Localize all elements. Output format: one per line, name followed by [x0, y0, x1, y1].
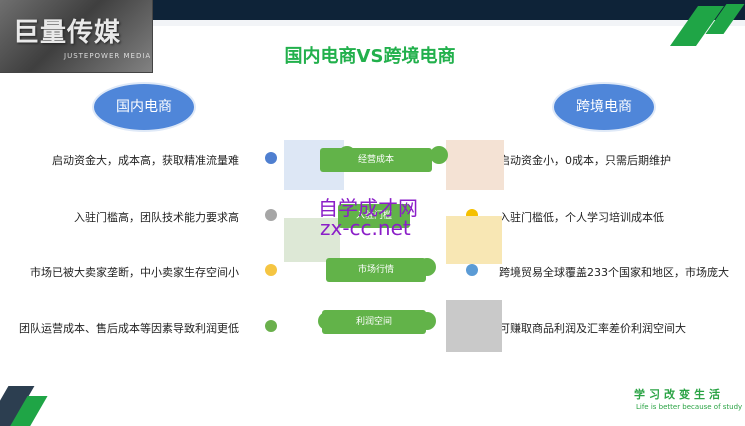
left-item: 市场已被大卖家垄断，中小卖家生存空间小 [30, 266, 239, 279]
left-bullet-dot [265, 320, 277, 332]
right-item: 跨境贸易全球覆盖233个国家和地区，市场庞大 [499, 266, 729, 279]
puzzle-tile [446, 300, 502, 352]
puzzle-label-strip: 入驻门槛 [338, 204, 410, 228]
left-bullet-dot [265, 152, 277, 164]
puzzle-tile [284, 218, 340, 262]
left-bullet-dot [265, 264, 277, 276]
crossborder-heading: 跨境电商 [552, 82, 656, 132]
watermark-url: zx-cc.net [320, 216, 411, 240]
brand-logo: 巨量传媒 JUSTEPOWER MEDIA [0, 0, 153, 73]
logo-subtext: JUSTEPOWER MEDIA [64, 52, 152, 60]
puzzle-label: 利润空间 [355, 317, 392, 327]
left-item: 启动资金大，成本高，获取精准流量难 [52, 154, 239, 167]
puzzle-label-strip: 经营成本 [320, 148, 432, 172]
watermark-text: 自学成才网 [318, 196, 418, 220]
domestic-heading: 国内电商 [92, 82, 196, 132]
footer-slogan: 学习改变生活 [634, 388, 724, 401]
left-bullet-dot [265, 209, 277, 221]
puzzle-knob [430, 146, 448, 164]
puzzle-label-strip: 利润空间 [322, 310, 426, 334]
right-item: 启动资金小，0成本，只需后期维护 [499, 154, 671, 167]
page-title: 国内电商VS跨境电商 [284, 46, 456, 67]
header-gap [0, 20, 745, 26]
right-item: 可赚取商品利润及汇率差价利润空间大 [499, 322, 686, 335]
right-bullet-dot [466, 264, 478, 276]
puzzle-label-strip: 市场行情 [326, 258, 426, 282]
footer-slogan-en: Life is better because of study [636, 403, 743, 411]
puzzle-tile [446, 140, 504, 190]
puzzle-label: 经营成本 [357, 155, 394, 165]
puzzle-tile [446, 216, 502, 264]
header-band [0, 0, 745, 20]
left-item: 团队运营成本、售后成本等因素导致利润更低 [19, 322, 239, 335]
puzzle-label: 入驻门槛 [355, 211, 392, 221]
left-item: 入驻门槛高，团队技术能力要求高 [74, 211, 239, 224]
right-item: 入驻门槛低，个人学习培训成本低 [499, 211, 664, 224]
logo-text: 巨量传媒 [13, 18, 122, 48]
puzzle-label: 市场行情 [357, 265, 394, 275]
